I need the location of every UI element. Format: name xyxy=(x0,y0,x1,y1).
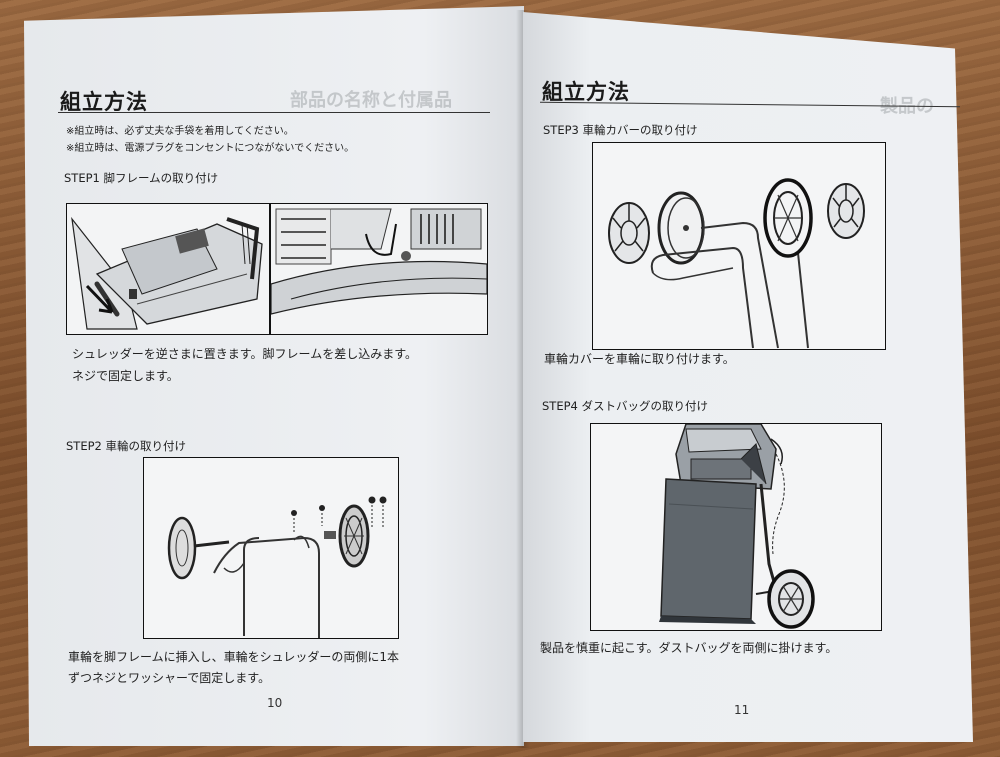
step4-heading: STEP4 ダストバッグの取り付け xyxy=(542,399,708,413)
step3-figure xyxy=(592,142,886,350)
leg-frame-insert-detail-illustration xyxy=(271,204,487,334)
step2-heading: STEP2 車輪の取り付け xyxy=(66,439,186,453)
left-page-number: 10 xyxy=(267,696,283,710)
wheel-attach-illustration xyxy=(144,458,398,638)
step2-text-line1: 車輪を脚フレームに挿入し、車輪をシュレッダーの両側に1本 xyxy=(68,650,400,664)
left-ghost-heading: 部品の名称と付属品 xyxy=(290,90,452,111)
right-page-number: 11 xyxy=(734,703,750,717)
step1-figure-b xyxy=(270,203,488,335)
step1-text-line2: ネジで固定します。 xyxy=(72,369,179,383)
note-gloves: ※組立時は、必ず丈夫な手袋を着用してください。 xyxy=(66,126,294,137)
left-title-rule xyxy=(58,112,490,113)
step3-heading: STEP3 車輪カバーの取り付け xyxy=(543,123,698,137)
step4-text: 製品を慎重に起こす。ダストバッグを両側に掛けます。 xyxy=(540,641,838,655)
dust-bag-illustration xyxy=(591,424,881,630)
step1-heading: STEP1 脚フレームの取り付け xyxy=(64,171,219,185)
note-power-plug: ※組立時は、電源プラグをコンセントにつながないでください。 xyxy=(66,143,355,154)
step2-text-line2: ずつネジとワッシャーで固定します。 xyxy=(68,671,271,685)
left-page-title: 組立方法 xyxy=(60,90,148,114)
shredder-upside-down-illustration xyxy=(67,204,269,334)
step1-text-line1: シュレッダーを逆さまに置きます。脚フレームを差し込みます。 xyxy=(72,347,418,361)
step4-figure xyxy=(590,423,882,631)
right-page-title: 組立方法 xyxy=(542,80,630,104)
step1-figure-a xyxy=(66,203,270,335)
step2-figure xyxy=(143,457,399,639)
wheel-cover-illustration xyxy=(593,143,885,349)
step3-text: 車輪カバーを車輪に取り付けます。 xyxy=(544,352,735,366)
